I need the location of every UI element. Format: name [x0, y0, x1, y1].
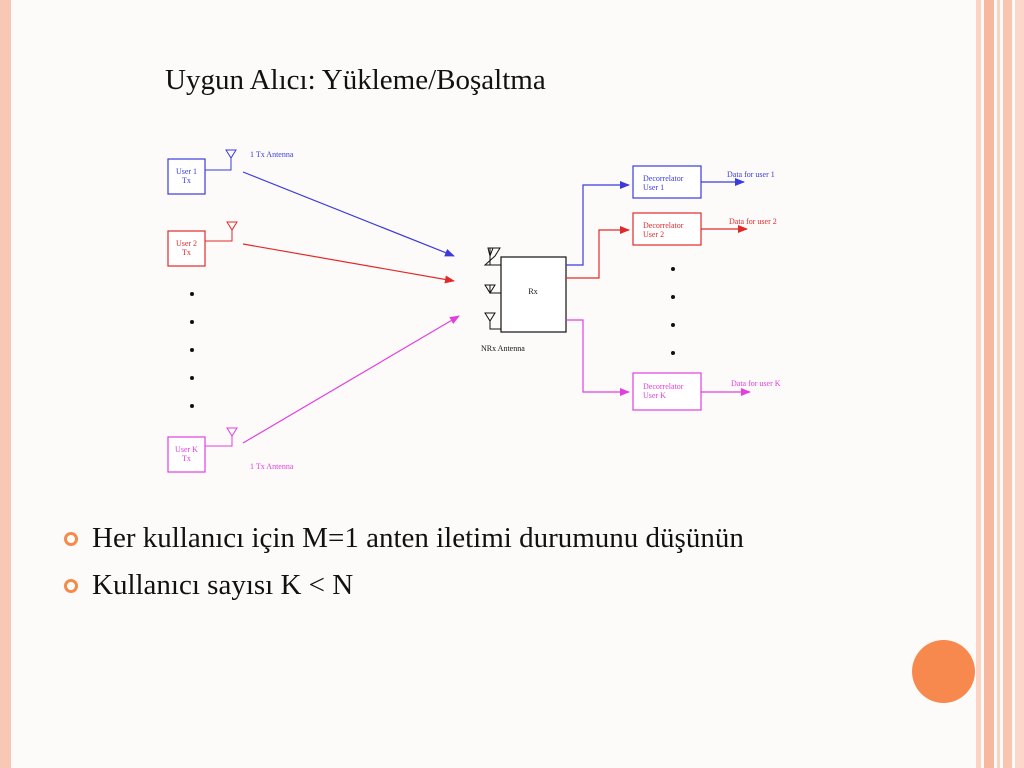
bullet-icon [64, 579, 78, 593]
uplink-arrow-user-1 [242, 171, 455, 257]
bullet-text: Kullanıcı sayısı K < N [92, 569, 354, 601]
decorrelator-k-label: Decorrelator [643, 382, 684, 391]
tx-antenna-label-top: 1 Tx Antenna [250, 150, 294, 159]
decorrelator-2-sub: User 2 [643, 230, 664, 239]
decorrelator-k-sub: User K [643, 391, 666, 400]
bullet-item: Kullanıcı sayısı K < N [62, 569, 882, 602]
decorrelator-1-sub: User 1 [643, 183, 664, 192]
rx-output-arrow-1 [566, 181, 630, 266]
uplink-arrow-user-k [242, 315, 460, 444]
output-label-k: Data for user K [731, 379, 781, 388]
output-label-2: Data for user 2 [729, 217, 777, 226]
tx-user-k-sub: Tx [182, 454, 191, 463]
rx-antenna-label: NRx Antenna [481, 344, 525, 353]
antenna-icon [226, 427, 238, 437]
decorrelator-user-1: Decorrelator User 1 [632, 165, 702, 199]
decorative-circle [912, 640, 975, 703]
slide-title: Uygun Alıcı: Yükleme/Boşaltma [165, 64, 546, 96]
left-border [0, 0, 11, 768]
rx-antennas [483, 247, 501, 330]
tx-antenna-label-bottom: 1 Tx Antenna [250, 462, 294, 471]
rx-output-arrow-2 [566, 226, 630, 279]
antenna-icon [225, 149, 237, 159]
uplink-diagram: User 1 Tx 1 Tx Antenna User 2 Tx User K … [167, 149, 781, 473]
tx-user-2: User 2 Tx [167, 221, 238, 267]
ellipsis-dots-right [671, 267, 675, 355]
bullet-text: Her kullanıcı için M=1 anten iletimi dur… [92, 522, 744, 554]
tx-user-k: User K Tx [167, 427, 238, 473]
decorrelator-2-label: Decorrelator [643, 221, 684, 230]
rx-output-arrow-k [566, 319, 630, 396]
tx-user-1: User 1 Tx [167, 149, 237, 195]
tx-user-2-label: User 2 [176, 239, 197, 248]
ellipsis-dots-left [190, 292, 194, 408]
decorrelator-user-k: Decorrelator User K [632, 372, 702, 411]
tx-user-2-sub: Tx [182, 248, 191, 257]
receiver-label: Rx [528, 287, 537, 296]
decorrelator-1-label: Decorrelator [643, 174, 684, 183]
output-label-1: Data for user 1 [727, 170, 775, 179]
decorrelator-user-2: Decorrelator User 2 [632, 212, 702, 246]
uplink-arrow-user-2 [242, 243, 455, 284]
bullet-item: Her kullanıcı için M=1 anten iletimi dur… [62, 522, 882, 555]
bullet-list: Her kullanıcı için M=1 anten iletimi dur… [62, 522, 882, 616]
tx-user-1-sub: Tx [182, 176, 191, 185]
bullet-icon [64, 532, 78, 546]
tx-user-1-label: User 1 [176, 167, 197, 176]
antenna-icon [226, 221, 238, 231]
receiver-box: Rx [500, 256, 567, 333]
tx-user-k-label: User K [175, 445, 198, 454]
right-stripes [976, 0, 1024, 768]
